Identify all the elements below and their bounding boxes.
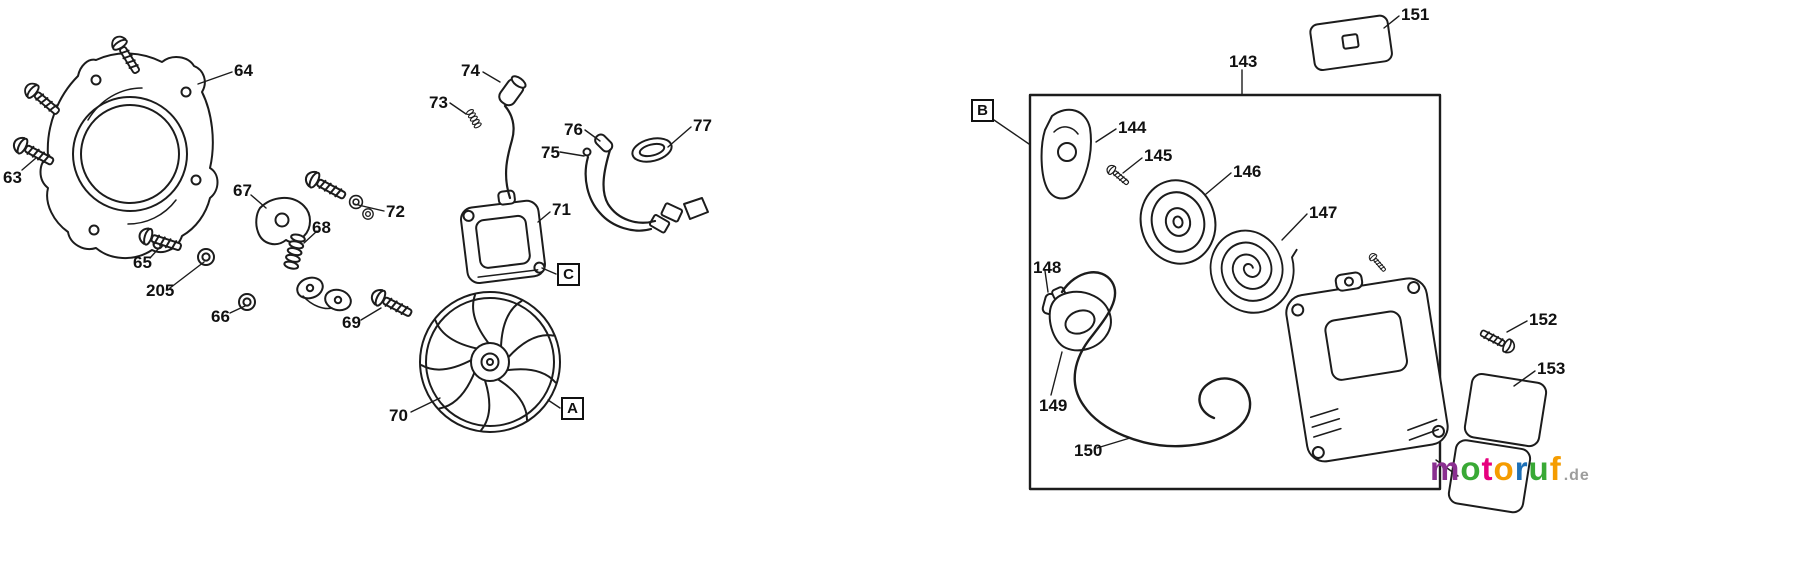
wire-75-drawing	[582, 147, 671, 234]
logo-letter: t	[1481, 450, 1494, 487]
callout-150: 150	[1074, 441, 1103, 460]
callout-148: 148	[1033, 258, 1062, 277]
callout-72: 72	[386, 202, 405, 221]
leader-lines	[21, 15, 1536, 477]
logo-letter: o	[1460, 450, 1482, 487]
motoruf-logo: m o t o r u f .de	[1430, 450, 1590, 488]
callout-147: 147	[1309, 203, 1338, 222]
logo-suffix: .de	[1563, 467, 1590, 484]
wire-76-drawing	[594, 133, 709, 224]
callout-146: 146	[1233, 162, 1262, 181]
starter-housing-drawing	[1285, 251, 1449, 463]
housing-bolt-left-drawing	[20, 79, 64, 120]
logo-letter: u	[1528, 450, 1550, 487]
callout-77: 77	[693, 116, 712, 135]
cap-74-drawing	[498, 75, 527, 107]
section-label-a: A	[561, 397, 584, 420]
callout-66: 66	[211, 307, 230, 326]
section-label-c: C	[557, 263, 580, 286]
callout-71: 71	[552, 200, 571, 219]
callout-73: 73	[429, 93, 448, 112]
logo-letter: o	[1493, 450, 1515, 487]
screw-145-drawing	[1104, 162, 1132, 188]
recoil-spring-147-drawing	[1209, 229, 1298, 314]
callout-151: 151	[1401, 5, 1430, 24]
callout-68: 68	[312, 218, 331, 237]
ignition-coil-71-drawing	[460, 104, 546, 284]
starter-section-box	[1028, 93, 1442, 491]
grommet-77-drawing	[631, 137, 673, 163]
logo-letter: m	[1430, 450, 1461, 487]
logo-letter: f	[1549, 450, 1562, 487]
callout-143: 143	[1229, 52, 1258, 71]
callout-64: 64	[234, 61, 253, 80]
section-label-b: B	[971, 99, 994, 122]
callout-153: 153	[1537, 359, 1566, 378]
pawl-144-drawing	[1040, 108, 1092, 200]
starter-rope-150-drawing	[1060, 271, 1252, 448]
bolt-69-drawing	[367, 285, 416, 322]
callout-76: 76	[564, 120, 583, 139]
cover-plate-153-drawing	[1447, 373, 1548, 514]
bolt-72-drawing	[301, 167, 374, 220]
pulley-146-drawing	[1139, 179, 1217, 265]
callout-149: 149	[1039, 396, 1068, 415]
callout-75: 75	[541, 143, 560, 162]
spring-clip-73-drawing	[465, 108, 483, 130]
callout-145: 145	[1144, 146, 1173, 165]
callout-74: 74	[461, 61, 480, 80]
gasket-151-drawing	[1309, 14, 1393, 72]
fan-housing-drawing	[39, 52, 219, 260]
callout-205: 205	[146, 281, 175, 300]
callout-144: 144	[1118, 118, 1147, 137]
callout-67: 67	[233, 181, 252, 200]
flywheel-70-drawing	[419, 291, 561, 433]
callout-65: 65	[133, 253, 152, 272]
starter-grip-149-drawing	[1048, 286, 1112, 352]
washer-205-drawing	[197, 248, 215, 266]
callout-152: 152	[1529, 310, 1558, 329]
callout-63: 63	[3, 168, 22, 187]
callout-70: 70	[389, 406, 408, 425]
clutch-link-drawing	[296, 276, 352, 312]
callout-69: 69	[342, 313, 361, 332]
logo-letter: r	[1514, 450, 1529, 487]
